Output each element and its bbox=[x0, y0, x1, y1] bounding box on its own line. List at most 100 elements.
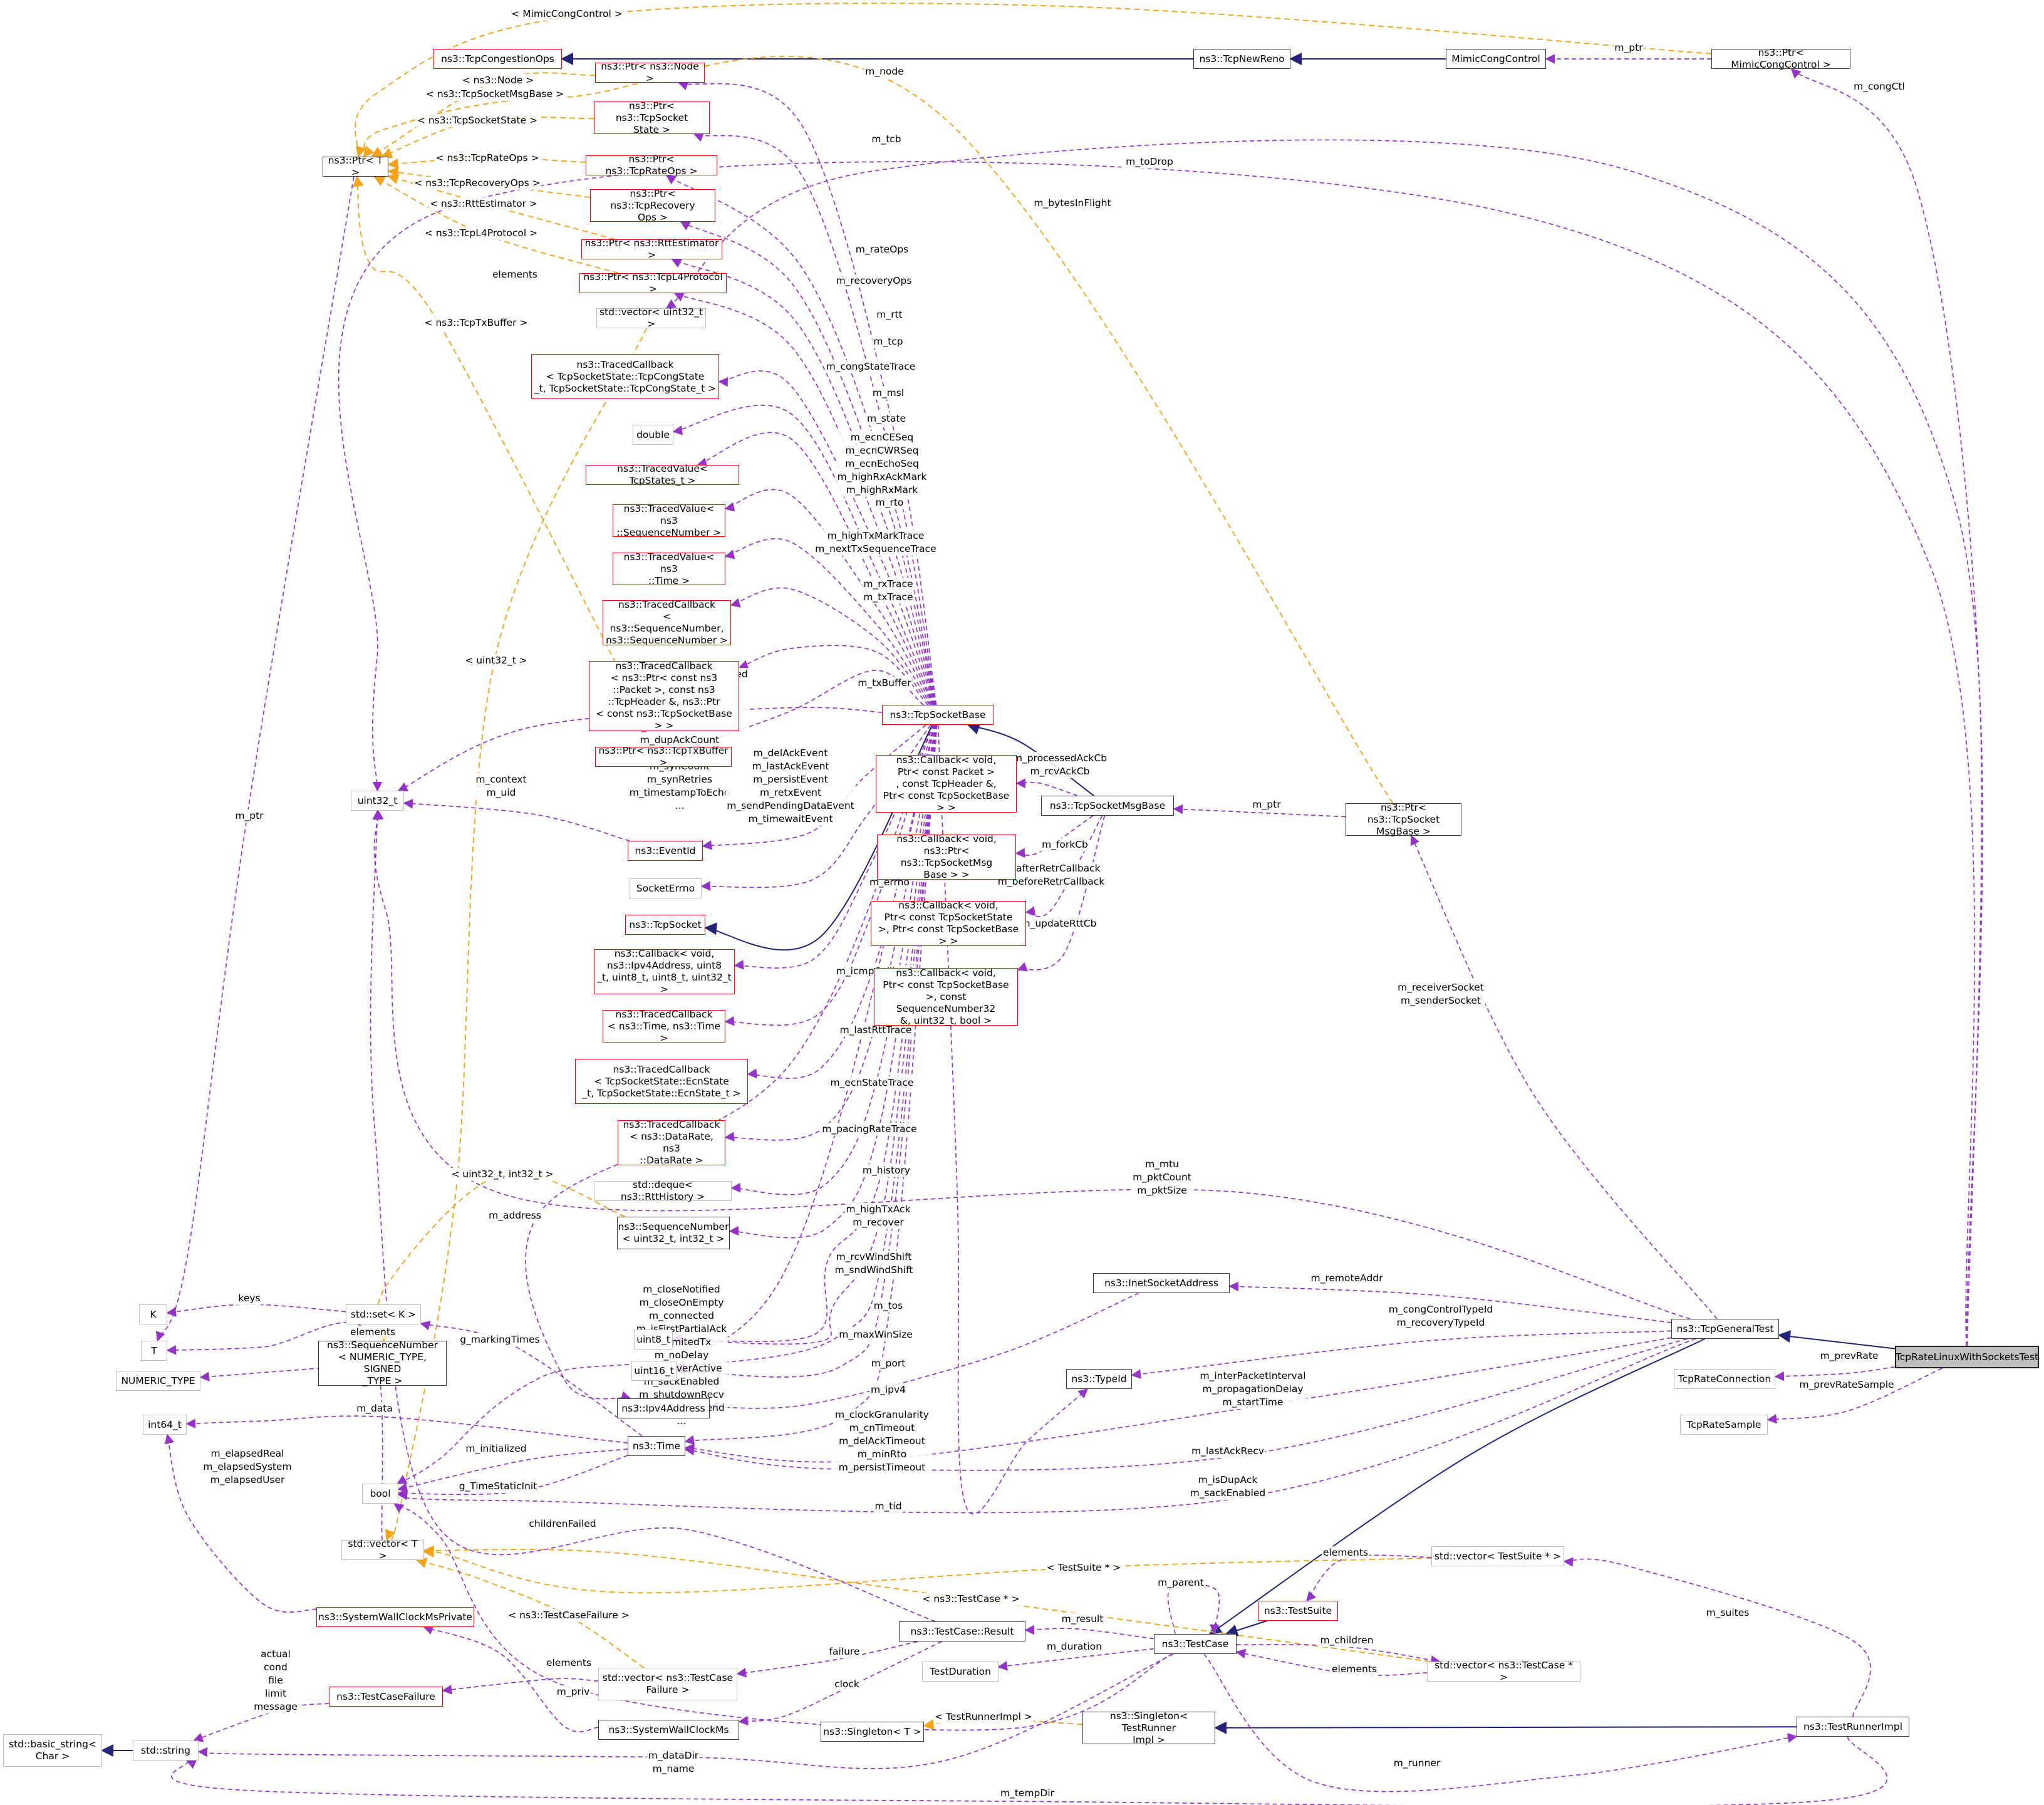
node-rate-conn[interactable]: TcpRateConnection bbox=[1674, 1369, 1775, 1389]
node-int64[interactable]: int64_t bbox=[143, 1415, 187, 1435]
node-rate-sample[interactable]: TcpRateSample bbox=[1680, 1415, 1768, 1435]
node-cb-pkt[interactable]: ns3::Callback< void, Ptr< const Packet >… bbox=[876, 754, 1017, 813]
edge-time-to-bool bbox=[397, 1449, 628, 1492]
node-u32[interactable]: uint32_t bbox=[351, 791, 404, 811]
node-seq-gen[interactable]: ns3::SequenceNumber < NUMERIC_TYPE, SIGN… bbox=[318, 1339, 447, 1386]
node-type-id[interactable]: ns3::TypeId bbox=[1066, 1369, 1132, 1389]
node-bool[interactable]: bool bbox=[362, 1484, 398, 1504]
node-target[interactable]: TcpRateLinuxWithSocketsTest bbox=[1895, 1346, 2039, 1368]
edge-label-6: < ns3::Node > bbox=[460, 74, 536, 87]
edge-label-23: m_state bbox=[865, 412, 908, 425]
node-tc-seqseq[interactable]: ns3::TracedCallback < ns3::SequenceNumbe… bbox=[603, 599, 731, 646]
node-tv-states[interactable]: ns3::TracedValue< TcpStates_t > bbox=[586, 463, 739, 486]
node-swcm[interactable]: ns3::SystemWallClockMs bbox=[598, 1720, 739, 1740]
edge-label-49: m_processedAckCb m_rcvAckCb bbox=[1011, 752, 1109, 778]
edge-label-2: m_ptr bbox=[1613, 41, 1644, 55]
node-u16[interactable]: uint16_t bbox=[631, 1361, 677, 1381]
node-duration[interactable]: TestDuration bbox=[922, 1662, 999, 1682]
node-t[interactable]: T bbox=[141, 1341, 167, 1361]
edge-vec_suite-to-vec_t bbox=[418, 1546, 1432, 1594]
edge-tsb-to-u8 bbox=[672, 724, 938, 1345]
edge-test_suite-to-test_case bbox=[1225, 1620, 1267, 1636]
node-tsb[interactable]: ns3::TcpSocketBase bbox=[882, 705, 993, 725]
node-ptr-tss[interactable]: ns3::Ptr< ns3::TcpSocket State > bbox=[594, 100, 710, 135]
edge-test_case-to-runner bbox=[1203, 1653, 1798, 1792]
node-deque-rtt[interactable]: std::deque< ns3::RttHistory > bbox=[594, 1179, 732, 1202]
node-cb-msg[interactable]: ns3::Callback< void, ns3::Ptr< ns3::TcpS… bbox=[877, 833, 1016, 880]
node-tc-rxtx[interactable]: ns3::TracedCallback < ns3::Ptr< const ns… bbox=[589, 660, 739, 731]
edge-label-26: m_highTxMarkTrace m_nextTxSequenceTrace bbox=[814, 529, 938, 556]
edge-label-27: m_rxTrace m_txTrace bbox=[862, 578, 915, 604]
edge-label-37: m_pacingRateTrace bbox=[821, 1123, 918, 1136]
edge-tsb-to-tc_cong bbox=[718, 370, 935, 705]
node-ptr-l4[interactable]: ns3::Ptr< ns3::TcpL4Protocol > bbox=[579, 271, 727, 294]
node-test-case[interactable]: ns3::TestCase bbox=[1154, 1634, 1237, 1654]
node-tv-time[interactable]: ns3::TracedValue< ns3 ::Time > bbox=[613, 551, 725, 586]
edge-label-57: m_interPacketInterval m_propagationDelay… bbox=[1198, 1370, 1307, 1409]
edge-label-45: m_port bbox=[869, 1357, 907, 1370]
node-ptr-tsmb[interactable]: ns3::Ptr< ns3::TcpSocket MsgBase > bbox=[1346, 802, 1461, 837]
edge-label-61: m_prevRate bbox=[1818, 1350, 1880, 1363]
node-inet-addr[interactable]: ns3::InetSocketAddress bbox=[1093, 1273, 1230, 1293]
node-cong-ops[interactable]: ns3::TcpCongestionOps bbox=[433, 49, 562, 69]
node-u8[interactable]: uint8_t bbox=[634, 1329, 673, 1350]
node-ptr-rtt[interactable]: ns3::Ptr< ns3::RttEstimator > bbox=[581, 237, 722, 261]
node-general-test[interactable]: ns3::TcpGeneralTest bbox=[1671, 1319, 1779, 1339]
edge-test_case-to-bool bbox=[393, 1503, 1173, 1731]
node-vec-suite[interactable]: std::vector< TestSuite * > bbox=[1431, 1546, 1564, 1566]
node-vec-case[interactable]: std::vector< ns3::TestCase * > bbox=[1427, 1660, 1580, 1683]
node-seq-u32[interactable]: ns3::SequenceNumber < uint32_t, int32_t … bbox=[617, 1217, 730, 1249]
node-singleton-tri[interactable]: ns3::Singleton< TestRunner Impl > bbox=[1082, 1710, 1215, 1745]
node-tc-rate[interactable]: ns3::TracedCallback < ns3::DataRate, ns3… bbox=[618, 1119, 725, 1166]
node-result[interactable]: ns3::TestCase::Result bbox=[899, 1621, 1025, 1641]
node-k[interactable]: K bbox=[139, 1304, 167, 1324]
edge-result-to-u32 bbox=[370, 809, 936, 1622]
node-ipv4-addr[interactable]: ns3::Ipv4Address bbox=[617, 1398, 710, 1418]
node-basic-str[interactable]: std::basic_string< Char > bbox=[3, 1734, 102, 1767]
edge-target-to-rate_sample bbox=[1766, 1368, 1943, 1424]
edge-tsb-to-u16 bbox=[675, 724, 938, 1378]
node-tcp-socket[interactable]: ns3::TcpSocket bbox=[625, 915, 705, 935]
edge-label-32: m_delAckEvent m_lastAckEvent m_persistEv… bbox=[725, 747, 856, 826]
edge-label-5: m_bytesInFlight bbox=[1032, 197, 1113, 210]
node-ptr-recops[interactable]: ns3::Ptr< ns3::TcpRecovery Ops > bbox=[590, 188, 715, 223]
node-tc-cong[interactable]: ns3::TracedCallback < TcpSocketState::Tc… bbox=[531, 354, 719, 399]
node-swcmp[interactable]: ns3::SystemWallClockMsPrivate bbox=[316, 1607, 474, 1627]
node-dbl[interactable]: double bbox=[633, 425, 673, 445]
node-time[interactable]: ns3::Time bbox=[628, 1436, 685, 1456]
node-tc-ecn[interactable]: ns3::TracedCallback < TcpSocketState::Ec… bbox=[575, 1059, 748, 1104]
node-vec-fail[interactable]: std::vector< ns3::TestCase Failure > bbox=[598, 1668, 737, 1700]
node-cb-seq[interactable]: ns3::Callback< void, Ptr< const TcpSocke… bbox=[874, 967, 1018, 1026]
edge-label-56: m_congControlTypeId m_recoveryTypeId bbox=[1387, 1303, 1495, 1329]
node-new-reno[interactable]: ns3::TcpNewReno bbox=[1193, 49, 1290, 69]
node-cb-icmp[interactable]: ns3::Callback< void, ns3::Ipv4Address, u… bbox=[594, 948, 735, 995]
edge-ptr_mimic-to-ptr_t bbox=[355, 3, 1712, 158]
node-sock-errno[interactable]: SocketErrno bbox=[630, 878, 702, 898]
node-ptr-t[interactable]: ns3::Ptr< T > bbox=[323, 155, 388, 178]
node-ptr-node[interactable]: ns3::Ptr< ns3::Node > bbox=[595, 61, 705, 84]
node-vec-u32[interactable]: std::vector< uint32_t > bbox=[596, 306, 706, 330]
edge-general_test-to-time bbox=[684, 1337, 1672, 1463]
edge-tsmb-to-cb_seq bbox=[1017, 815, 1106, 972]
node-singleton-t[interactable]: ns3::Singleton< T > bbox=[821, 1722, 924, 1742]
node-tv-seq[interactable]: ns3::TracedValue< ns3 ::SequenceNumber > bbox=[613, 503, 725, 538]
node-ptr-txb[interactable]: ns3::Ptr< ns3::TcpTxBuffer > bbox=[595, 745, 732, 768]
node-runner[interactable]: ns3::TestRunnerImpl bbox=[1797, 1717, 1909, 1737]
node-str[interactable]: std::string bbox=[133, 1740, 199, 1761]
edge-label-22: m_msl bbox=[871, 387, 906, 400]
node-tsmb[interactable]: ns3::TcpSocketMsgBase bbox=[1041, 796, 1174, 816]
node-ptr-rateops[interactable]: ns3::Ptr< ns3::TcpRateOps > bbox=[586, 153, 717, 177]
edge-label-48: m_tid bbox=[873, 1500, 903, 1513]
edge-test_case-to-str bbox=[197, 1653, 1174, 1769]
node-test-suite[interactable]: ns3::TestSuite bbox=[1258, 1601, 1338, 1621]
node-cb-state[interactable]: ns3::Callback< void, Ptr< const TcpSocke… bbox=[871, 900, 1026, 947]
node-event-id[interactable]: ns3::EventId bbox=[628, 841, 703, 861]
node-tc-failure[interactable]: ns3::TestCaseFailure bbox=[329, 1687, 443, 1707]
node-mimic[interactable]: MimicCongControl bbox=[1446, 49, 1546, 69]
node-numeric[interactable]: NUMERIC_TYPE bbox=[116, 1371, 200, 1391]
edge-tsmb-to-cb_pkt bbox=[1015, 778, 1078, 796]
node-vec-t[interactable]: std::vector< T > bbox=[341, 1538, 424, 1561]
node-tc-timetime[interactable]: ns3::TracedCallback < ns3::Time, ns3::Ti… bbox=[603, 1009, 725, 1044]
node-set-k[interactable]: std::set< K > bbox=[346, 1304, 421, 1324]
node-ptr-mimic[interactable]: ns3::Ptr< MimicCongControl > bbox=[1711, 47, 1850, 70]
